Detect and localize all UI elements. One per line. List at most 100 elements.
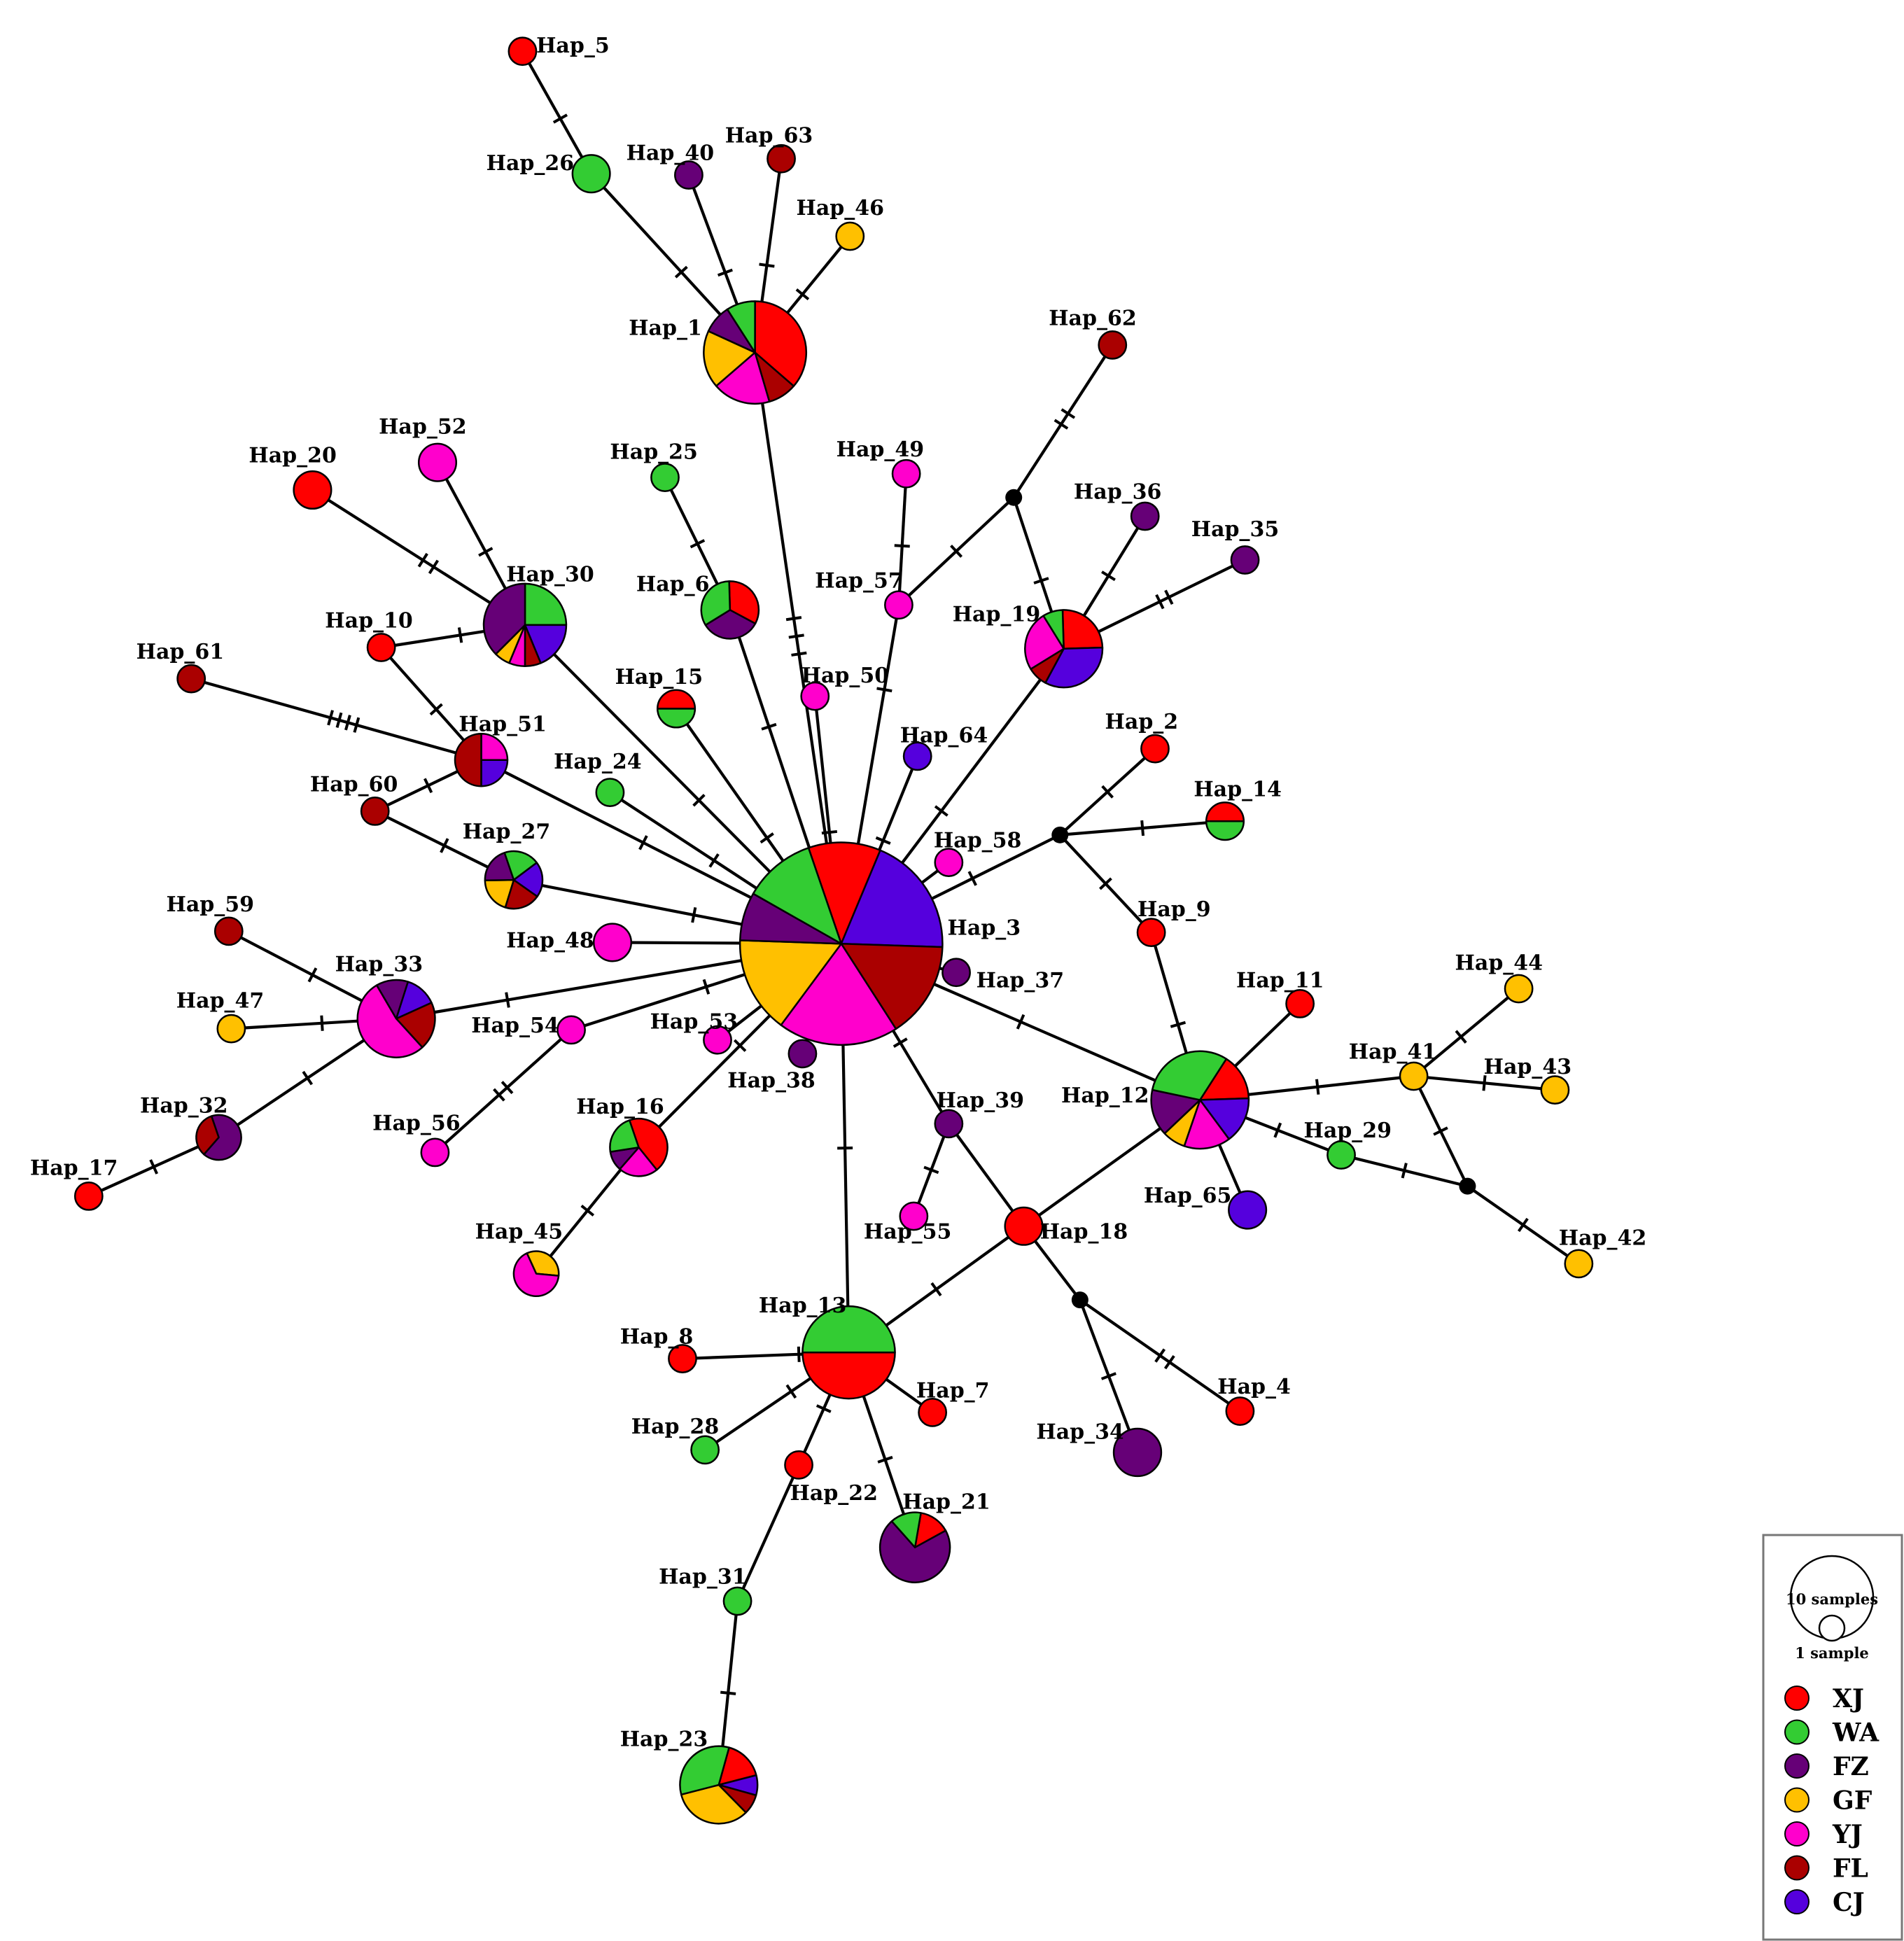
- label-hap-34: Hap_34: [1036, 1420, 1124, 1444]
- mutation-tick: [1060, 408, 1076, 419]
- haplotype-node-hap-16: [609, 1118, 668, 1177]
- haplotype-node-hap-14: [1205, 801, 1245, 841]
- pie-slice-yj: [592, 923, 633, 962]
- pie-slice-wa: [503, 850, 538, 881]
- mutation-tick: [760, 832, 774, 844]
- mutation-tick: [344, 715, 351, 731]
- label-hap-37: Hap_37: [976, 969, 1065, 993]
- pie-slice-gf: [216, 1014, 246, 1044]
- pie-slice-fz: [704, 609, 757, 640]
- pie-slice-fz: [934, 1109, 964, 1139]
- label-hap-12: Hap_12: [1061, 1084, 1149, 1108]
- pie-slice-xj: [807, 841, 881, 945]
- mutation-tick: [761, 722, 777, 731]
- edge-Hap_22-Hap_31: [736, 1464, 800, 1602]
- pie-slice-fl: [360, 797, 390, 826]
- pie-slice-fl: [214, 916, 244, 946]
- pie-slice-wa: [1326, 1140, 1356, 1170]
- haplotype-node-hap-11: [1285, 989, 1315, 1018]
- mutation-tick: [930, 1282, 942, 1297]
- label-hap-60: Hap_60: [310, 772, 398, 797]
- label-hap-38: Hap_38: [727, 1069, 816, 1093]
- pie-slice-yj: [356, 984, 424, 1058]
- haplotype-node-hap-46: [835, 221, 865, 251]
- mutation-tick: [1033, 577, 1049, 584]
- mutation-tick: [302, 1070, 314, 1086]
- mutation-tick: [580, 1204, 595, 1217]
- pie-slice-wa: [802, 1305, 896, 1354]
- pie-slice-yj: [556, 1015, 586, 1045]
- legend-swatch-xj: [1784, 1686, 1809, 1711]
- haplotype-node-hap-30: [482, 582, 568, 668]
- haplotype-node-hap-26: [571, 154, 611, 194]
- haplotype-node-hap-28: [690, 1435, 720, 1465]
- edge-Hap_39-Hap_18: [947, 1123, 1026, 1228]
- edge-Hap_44-Hap_41: [1413, 987, 1520, 1078]
- pie-slice-yj: [417, 442, 458, 482]
- label-hap-52: Hap_52: [379, 415, 467, 440]
- haplotype-node-hap-47: [216, 1014, 246, 1044]
- mutation-tick: [785, 1384, 797, 1399]
- pie-slice-fz: [941, 958, 971, 988]
- haplotype-node-hap-36: [1130, 501, 1160, 531]
- pie-slice-cj: [512, 862, 544, 898]
- pie-slice-fz: [482, 582, 526, 655]
- pie-slice-gf: [484, 878, 515, 909]
- pie-slice-fz: [484, 852, 515, 881]
- haplotype-node-hap-7: [918, 1397, 948, 1427]
- mutation-tick: [690, 539, 706, 549]
- pie-slice-fz: [1230, 545, 1260, 575]
- haplotype-node-hap-65: [1228, 1190, 1268, 1230]
- pie-slice-fl: [840, 942, 944, 1030]
- label-hap-56: Hap_56: [372, 1111, 461, 1135]
- pie-slice-yj: [619, 1147, 658, 1177]
- mutation-tick: [691, 907, 697, 923]
- haplotype-node-hap-19: [1024, 609, 1104, 689]
- label-hap-58: Hap_58: [934, 829, 1022, 853]
- pie-slice-yj: [420, 1137, 450, 1168]
- label-hap-53: Hap_53: [650, 1010, 738, 1035]
- haplotype-node-hap-4: [1225, 1396, 1255, 1426]
- label-hap-47: Hap_47: [176, 988, 265, 1013]
- pie-slice-gf: [1540, 1075, 1570, 1105]
- haplotype-node-hap-60: [360, 797, 390, 826]
- label-hap-64: Hap_64: [900, 724, 988, 748]
- median-vector-mv4: [1459, 1177, 1476, 1195]
- label-hap-15: Hap_15: [615, 665, 704, 689]
- haplotype-node-hap-49: [891, 458, 921, 489]
- label-hap-27: Hap_27: [463, 820, 551, 844]
- pie-slice-fl: [395, 1002, 436, 1049]
- label-hap-14: Hap_14: [1194, 777, 1282, 801]
- mutation-tick: [720, 1690, 736, 1695]
- haplotype-node-hap-63: [766, 143, 796, 174]
- pie-slice-wa: [524, 582, 568, 626]
- haplotype-node-hap-32: [195, 1114, 242, 1161]
- label-hap-10: Hap_10: [325, 608, 413, 633]
- pie-slice-xj: [366, 633, 396, 662]
- pie-slice-wa: [726, 300, 756, 353]
- pie-slice-xj: [1225, 1396, 1255, 1426]
- pie-slice-fz: [203, 1114, 242, 1161]
- mutation-tick: [1101, 785, 1114, 799]
- pie-slice-gf: [1399, 1061, 1429, 1091]
- pie-slice-cj: [902, 741, 932, 771]
- pie-slice-yj: [800, 681, 830, 711]
- legend-label-gf: GF: [1833, 1786, 1872, 1816]
- mutation-tick: [500, 1081, 514, 1095]
- mutation-tick: [759, 262, 775, 268]
- haplotype-node-hap-50: [800, 681, 830, 711]
- legend-label-yj: YJ: [1832, 1820, 1863, 1849]
- mutation-tick: [552, 113, 568, 124]
- label-hap-4: Hap_4: [1217, 1375, 1291, 1399]
- pie-slice-yj: [715, 351, 771, 405]
- edge-Hap_5-Hap_26: [521, 50, 593, 175]
- pie-slice-wa: [595, 778, 625, 808]
- pie-slice-yj: [703, 1025, 732, 1055]
- pie-slice-fz: [1112, 1427, 1163, 1478]
- size-scale-small-label: 1 sample: [1795, 1644, 1869, 1662]
- mutation-tick: [875, 836, 891, 845]
- pie-slice-gf: [680, 1784, 747, 1825]
- label-hap-7: Hap_7: [916, 1378, 990, 1403]
- pie-slice-xj: [1004, 1206, 1044, 1246]
